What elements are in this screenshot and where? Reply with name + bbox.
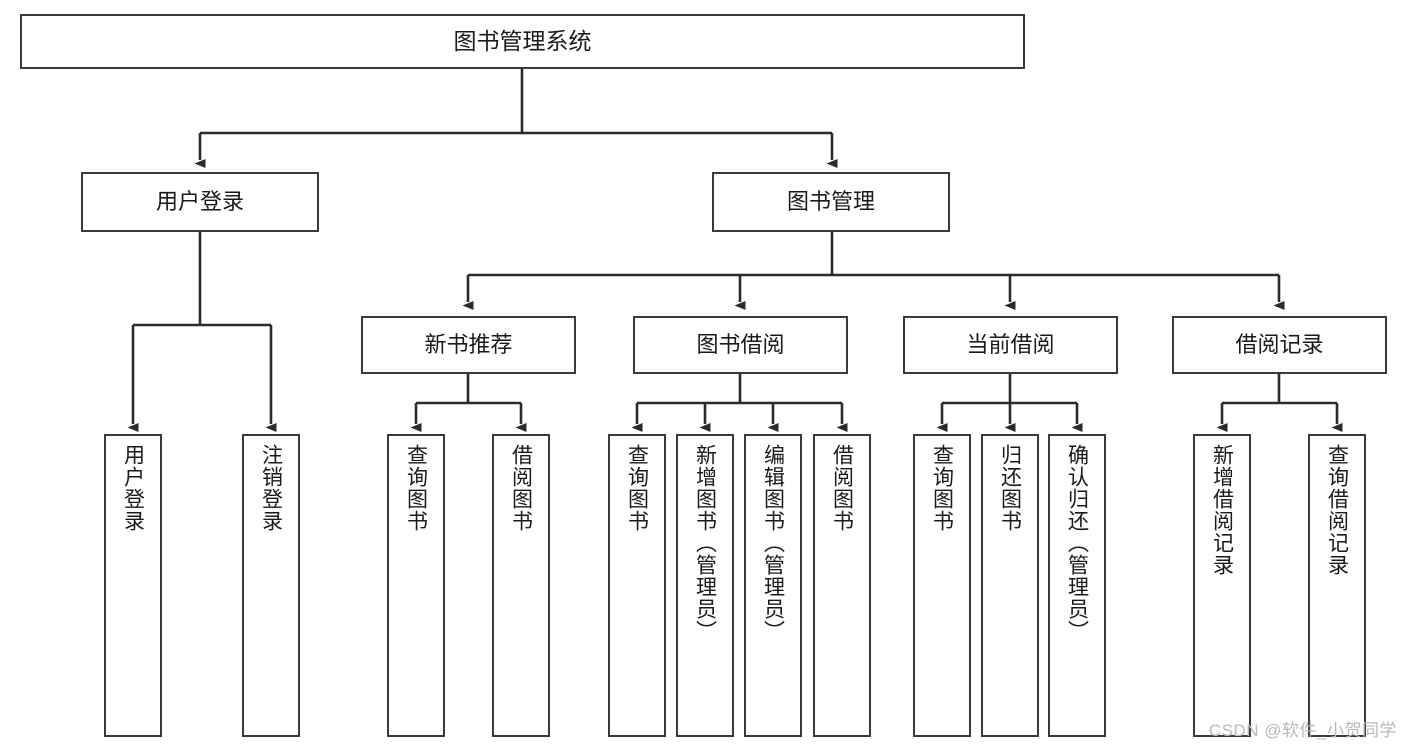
node-book-borrow-label: 图书借阅	[696, 332, 785, 358]
node-leaf-query-record-label: 查询借阅记录	[1325, 444, 1349, 576]
node-leaf-logout[interactable]: 注销登录	[242, 434, 300, 737]
node-leaf-query-book-3-label: 查询图书	[930, 444, 954, 532]
node-user-login-label: 用户登录	[155, 189, 244, 215]
node-borrow-record[interactable]: 借阅记录	[1172, 316, 1387, 374]
node-leaf-user-login[interactable]: 用户登录	[104, 434, 162, 737]
node-user-login[interactable]: 用户登录	[81, 172, 319, 232]
node-leaf-logout-label: 注销登录	[259, 444, 283, 532]
node-root-label: 图书管理系统	[453, 27, 592, 54]
node-book-borrow[interactable]: 图书借阅	[633, 316, 848, 374]
node-leaf-query-record[interactable]: 查询借阅记录	[1308, 434, 1366, 737]
node-leaf-add-book-label: 新增图书（管理员）	[693, 444, 717, 642]
node-new-book-rec[interactable]: 新书推荐	[361, 316, 576, 374]
node-current-borrow-label: 当前借阅	[966, 332, 1055, 358]
node-leaf-add-record[interactable]: 新增借阅记录	[1193, 434, 1251, 737]
node-leaf-query-book-1[interactable]: 查询图书	[387, 434, 445, 737]
node-current-borrow[interactable]: 当前借阅	[903, 316, 1118, 374]
node-leaf-user-login-label: 用户登录	[121, 444, 145, 532]
node-leaf-return-book[interactable]: 归还图书	[981, 434, 1039, 737]
node-leaf-edit-book[interactable]: 编辑图书（管理员）	[744, 434, 802, 737]
node-new-book-rec-label: 新书推荐	[424, 332, 513, 358]
node-leaf-confirm-return[interactable]: 确认归还（管理员）	[1048, 434, 1106, 737]
node-book-manage[interactable]: 图书管理	[712, 172, 950, 232]
node-root[interactable]: 图书管理系统	[20, 14, 1025, 69]
node-leaf-borrow-book-1-label: 借阅图书	[509, 444, 533, 532]
node-leaf-borrow-book-2[interactable]: 借阅图书	[813, 434, 871, 737]
node-leaf-borrow-book-1[interactable]: 借阅图书	[492, 434, 550, 737]
node-book-manage-label: 图书管理	[786, 189, 875, 215]
node-leaf-borrow-book-2-label: 借阅图书	[830, 444, 854, 532]
node-leaf-query-book-2[interactable]: 查询图书	[608, 434, 666, 737]
node-leaf-query-book-1-label: 查询图书	[404, 444, 428, 532]
node-leaf-edit-book-label: 编辑图书（管理员）	[761, 444, 785, 642]
node-leaf-add-book[interactable]: 新增图书（管理员）	[676, 434, 734, 737]
node-leaf-confirm-return-label: 确认归还（管理员）	[1065, 444, 1089, 642]
node-leaf-return-book-label: 归还图书	[998, 444, 1022, 532]
node-leaf-query-book-3[interactable]: 查询图书	[913, 434, 971, 737]
node-borrow-record-label: 借阅记录	[1235, 332, 1324, 358]
node-leaf-add-record-label: 新增借阅记录	[1210, 444, 1234, 576]
node-leaf-query-book-2-label: 查询图书	[625, 444, 649, 532]
